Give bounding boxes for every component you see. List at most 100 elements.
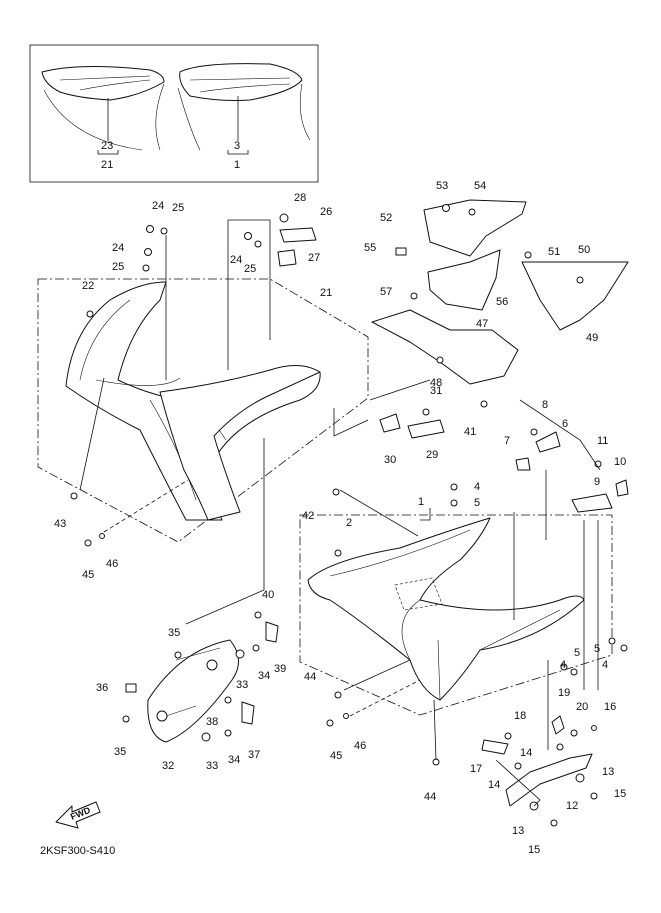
leader-14	[495, 759, 541, 807]
group-outline-right-fairing	[299, 514, 613, 716]
decal-right	[179, 63, 303, 101]
callout-51: 51	[548, 246, 560, 258]
collar-14a	[514, 762, 522, 770]
screw-20	[570, 729, 578, 737]
leader-30	[333, 408, 369, 437]
callout-15: 15	[528, 844, 540, 856]
callout-46: 46	[354, 740, 366, 752]
decal-left	[41, 65, 165, 101]
screw-24a	[146, 225, 154, 233]
fairing-outline-right	[177, 83, 311, 151]
callout-36: 36	[96, 682, 108, 694]
callout-31: 31	[430, 385, 442, 397]
callout-10: 10	[614, 456, 626, 468]
bracket-37	[241, 701, 255, 725]
callout-44: 44	[424, 791, 436, 803]
fwd-arrow-shape	[55, 801, 101, 829]
callout-21: 21	[101, 159, 113, 171]
callout-13: 13	[512, 825, 524, 837]
screw-4b	[570, 668, 578, 676]
leader-6-11	[519, 399, 601, 471]
callout-11: 11	[597, 435, 608, 447]
callout-labels: 23 21 3 1 24 25 28 26 24 24 25 25 27 22 …	[54, 140, 626, 856]
washer-25c	[254, 240, 262, 248]
inset-frame	[29, 44, 319, 183]
callout-8: 8	[542, 399, 548, 411]
callout-34: 34	[258, 670, 270, 682]
leader-43	[79, 377, 105, 491]
callout-38: 38	[206, 716, 218, 728]
callout-4: 4	[560, 659, 566, 671]
decal-left-stripes	[59, 75, 151, 91]
callout-34: 34	[228, 754, 240, 766]
leader-46a	[103, 479, 189, 533]
screw-24c	[244, 232, 252, 240]
group-outline-left-fairing	[37, 278, 369, 543]
callout-25: 25	[172, 202, 184, 214]
callout-24: 24	[152, 200, 164, 212]
bracket-17	[481, 739, 509, 755]
callout-50: 50	[578, 244, 590, 256]
clip-27	[277, 249, 297, 267]
washer-46a	[99, 533, 105, 539]
callout-16: 16	[604, 701, 616, 713]
screw-15b	[590, 792, 598, 800]
screw-18	[504, 732, 512, 740]
fairing-right-inner-dashed	[394, 577, 443, 611]
bracket-26	[279, 227, 317, 243]
leader-1	[420, 508, 431, 521]
fairing-left-contours	[79, 299, 227, 501]
side-fairing-right	[307, 517, 585, 701]
callout-4: 4	[474, 481, 480, 493]
collar-14b	[556, 743, 564, 751]
leader-44a	[343, 659, 411, 691]
callout-49: 49	[586, 332, 598, 344]
screw-4c	[620, 644, 628, 652]
callout-20: 20	[576, 701, 588, 713]
callout-7: 7	[504, 435, 510, 447]
screw-42	[332, 488, 340, 496]
screw-40	[254, 611, 262, 619]
bracket-1	[227, 150, 249, 155]
callout-29: 29	[426, 449, 438, 461]
side-cover-group	[122, 611, 279, 743]
callout-37: 37	[248, 749, 260, 761]
diagram-code: 2KSF300-S410	[40, 845, 115, 857]
callout-21: 21	[320, 287, 332, 299]
fairing-right-contours	[329, 529, 561, 701]
callout-14: 14	[488, 779, 500, 791]
washer-5b	[560, 663, 568, 671]
leader-46b	[349, 679, 421, 717]
callout-53: 53	[436, 180, 448, 192]
fairing-right-body	[307, 517, 585, 701]
callout-46: 46	[106, 558, 118, 570]
decal-inset	[29, 44, 319, 183]
grommet-13b	[575, 773, 585, 783]
leaders-upper	[227, 219, 271, 370]
callout-45: 45	[82, 569, 94, 581]
callout-3: 3	[234, 140, 240, 152]
callout-33: 33	[206, 760, 218, 772]
callout-25: 25	[112, 261, 124, 273]
callout-5: 5	[574, 647, 580, 659]
callout-4: 4	[602, 659, 608, 671]
screw-8	[530, 428, 538, 436]
bracket-30	[379, 413, 401, 433]
leaders-right	[513, 470, 585, 690]
duct-47	[371, 309, 519, 385]
callout-32: 32	[162, 760, 174, 772]
duct-56	[427, 249, 501, 311]
nut-57	[410, 292, 418, 300]
washer-5c	[608, 637, 616, 645]
clip-53	[442, 204, 450, 212]
callout-12: 12	[566, 800, 578, 812]
screw-51	[524, 251, 532, 259]
grommet-33a	[235, 649, 245, 659]
side-fairing-left	[65, 281, 321, 521]
screw-44a	[334, 691, 342, 699]
right-bracket-group	[515, 428, 629, 513]
callout-24: 24	[112, 242, 124, 254]
callout-45: 45	[330, 750, 342, 762]
clip-7	[515, 457, 531, 471]
callout-27: 27	[308, 252, 320, 264]
